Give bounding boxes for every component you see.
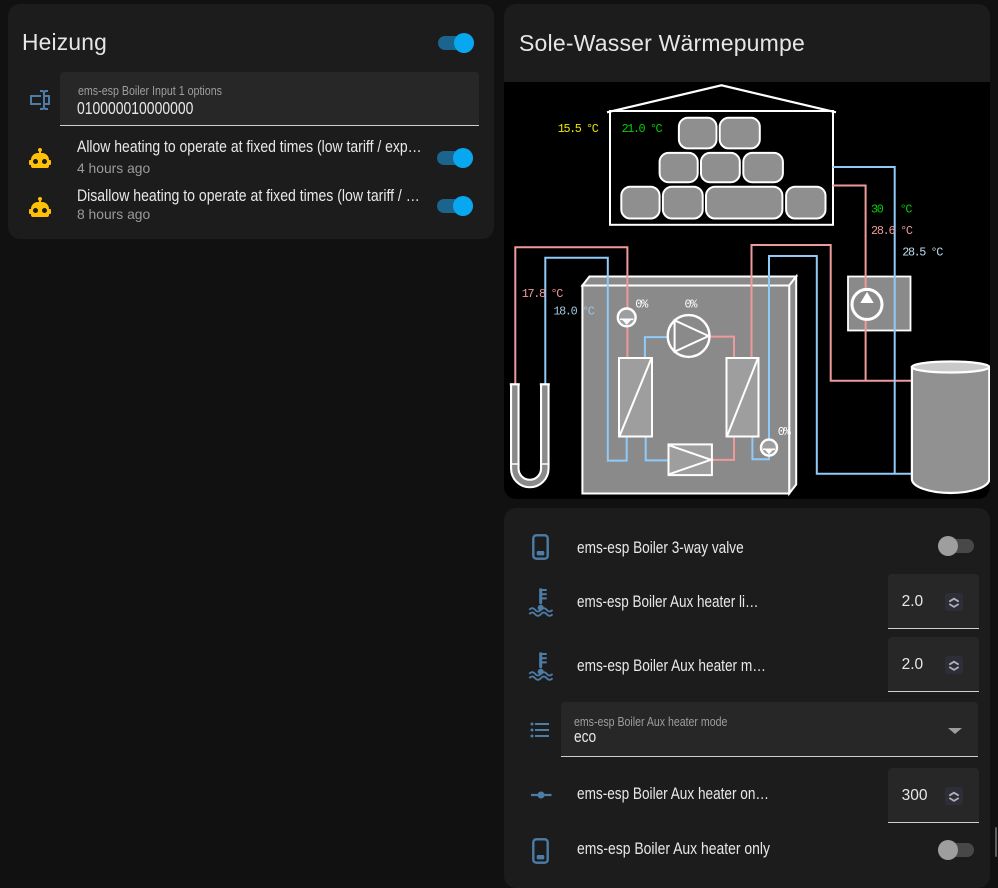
svg-text:0%: 0% (778, 425, 792, 439)
svg-text:0%: 0% (685, 298, 699, 312)
svg-text:15.5 °C: 15.5 °C (558, 122, 599, 136)
svg-text:30 °C: 30 °C (871, 202, 913, 216)
svg-text:17.8 °C: 17.8 °C (522, 287, 564, 301)
svg-text:21.0 °C: 21.0 °C (622, 122, 663, 136)
svg-text:28.5 °C: 28.5 °C (902, 245, 943, 259)
svg-text:18.0 °C: 18.0 °C (553, 304, 595, 318)
svg-text:28.6 °C: 28.6 °C (871, 224, 913, 238)
svg-text:0%: 0% (635, 298, 649, 312)
